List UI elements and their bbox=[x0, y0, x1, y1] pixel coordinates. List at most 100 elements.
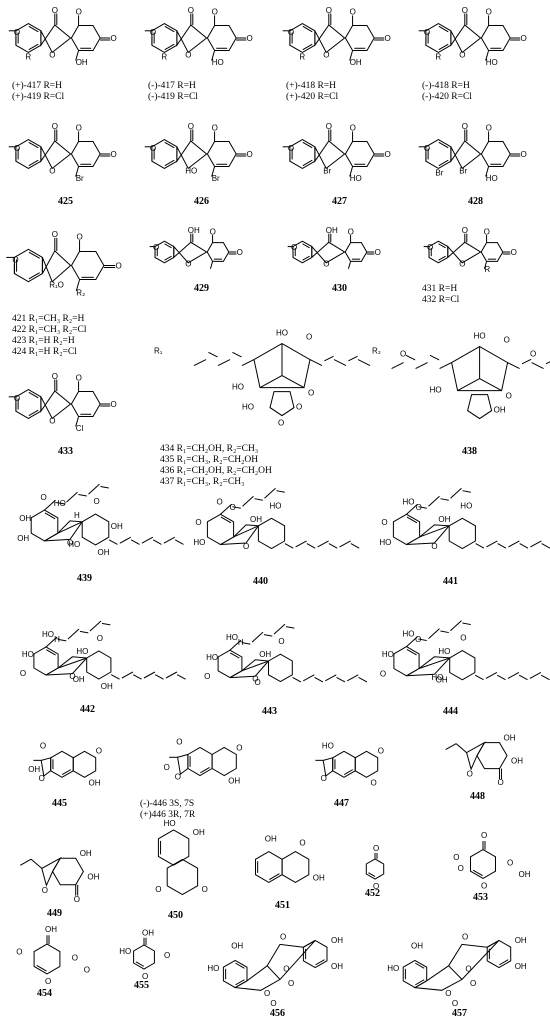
atom-label: OH bbox=[101, 682, 113, 691]
atom-label: O bbox=[373, 882, 379, 891]
atom-label: OH bbox=[28, 765, 40, 774]
atom-label: O bbox=[521, 150, 527, 159]
atom-label: HO bbox=[460, 501, 472, 510]
compound-label: 448 bbox=[470, 791, 485, 802]
atom-label: Br bbox=[323, 166, 331, 175]
atom-label: R bbox=[435, 53, 441, 62]
atom-label: O bbox=[41, 493, 47, 502]
atom-label: O bbox=[116, 262, 122, 271]
compound-label: (+)-418 R=H bbox=[286, 80, 336, 91]
atom-label: HO bbox=[438, 647, 450, 656]
compound-label: 430 bbox=[332, 283, 347, 294]
atom-label: O bbox=[470, 979, 476, 988]
atom-label: O bbox=[52, 230, 58, 239]
atom-label: O bbox=[288, 144, 294, 153]
compound-label: (+)-417 R=H bbox=[12, 80, 62, 91]
atom-label: HO bbox=[42, 630, 54, 639]
atom-label: O bbox=[278, 419, 284, 428]
atom-label: OH bbox=[331, 962, 343, 971]
atom-label: O bbox=[431, 542, 437, 551]
compound-label: 442 bbox=[80, 704, 95, 715]
atom-label: HO bbox=[379, 538, 391, 547]
compound-label: 436 R₁=CH₂OH, R₂=CH₂OH bbox=[160, 466, 272, 476]
atom-label: HO bbox=[206, 653, 218, 662]
atom-label: H bbox=[74, 511, 80, 520]
atom-label: O bbox=[111, 400, 117, 409]
atom-label: O bbox=[155, 885, 161, 894]
atom-label: O bbox=[97, 634, 103, 643]
atom-label: O bbox=[76, 8, 82, 17]
atom-label: O bbox=[185, 50, 191, 59]
atom-label: OH bbox=[331, 936, 343, 945]
atom-label: O bbox=[185, 260, 191, 269]
atom-label: HO bbox=[486, 58, 498, 67]
compound-label: 453 bbox=[473, 892, 488, 903]
atom-label: O bbox=[142, 972, 148, 981]
atom-label: O bbox=[247, 34, 253, 43]
atom-label: O bbox=[445, 989, 451, 998]
compound-label: (+)-420 R=Cl bbox=[286, 91, 339, 102]
atom-label: OH bbox=[111, 522, 123, 531]
atom-label: O bbox=[67, 539, 73, 548]
atom-label: O bbox=[52, 122, 58, 131]
atom-label: OH bbox=[193, 828, 205, 837]
atom-label: O bbox=[230, 503, 236, 512]
atom-label: O bbox=[49, 50, 55, 59]
atom-label: O bbox=[350, 8, 356, 17]
atom-label: HO bbox=[68, 540, 80, 549]
atom-label: O bbox=[195, 518, 201, 527]
atom-label: OH bbox=[265, 835, 277, 844]
compound-label: (-)-419 R=Cl bbox=[148, 91, 198, 102]
atom-label: O bbox=[400, 350, 406, 359]
atom-label: Cl bbox=[76, 424, 84, 433]
atom-label: R₁ bbox=[154, 347, 163, 356]
compound-label: 429 bbox=[194, 283, 209, 294]
atom-label: O bbox=[204, 672, 210, 681]
atom-label: R₂ bbox=[76, 289, 85, 298]
compound-label: 426 bbox=[194, 196, 209, 207]
atom-label: O bbox=[188, 122, 194, 131]
atom-label: O bbox=[14, 28, 20, 37]
atom-label: O bbox=[321, 774, 327, 783]
atom-label: O bbox=[462, 6, 468, 15]
compound-label: 432 R=Cl bbox=[422, 295, 460, 305]
atom-label: OH bbox=[515, 936, 527, 945]
atom-label: O bbox=[465, 964, 471, 973]
atom-label: H bbox=[238, 638, 244, 647]
atom-label: O bbox=[521, 34, 527, 43]
atom-label: O bbox=[308, 389, 314, 398]
atom-label: O bbox=[76, 124, 82, 133]
atom-label: OH bbox=[515, 962, 527, 971]
atom-label: OH bbox=[411, 941, 423, 950]
atom-label: O bbox=[84, 965, 90, 974]
atom-label: O bbox=[416, 503, 422, 512]
atom-label: O bbox=[323, 50, 329, 59]
atom-label: O bbox=[176, 738, 182, 747]
atom-label: OH bbox=[350, 58, 362, 67]
atom-label: HO bbox=[474, 332, 486, 341]
atom-label: HO bbox=[486, 174, 498, 183]
atom-label: O bbox=[270, 999, 276, 1008]
atom-label: HO bbox=[382, 650, 394, 659]
compound-label: 439 bbox=[77, 573, 92, 584]
atom-label: O bbox=[40, 742, 46, 751]
atom-label: O bbox=[283, 964, 289, 973]
compound-label: 450 bbox=[168, 910, 183, 921]
atom-label: Br bbox=[76, 174, 84, 183]
compound-label: 435 R₁=CH₃, R₂=CH₂OH bbox=[160, 455, 258, 465]
atom-label: R bbox=[161, 53, 167, 62]
atom-label: Br bbox=[459, 166, 467, 175]
atom-label: H bbox=[54, 635, 60, 644]
compound-label: 427 bbox=[332, 196, 347, 207]
atom-label: O bbox=[486, 8, 492, 17]
